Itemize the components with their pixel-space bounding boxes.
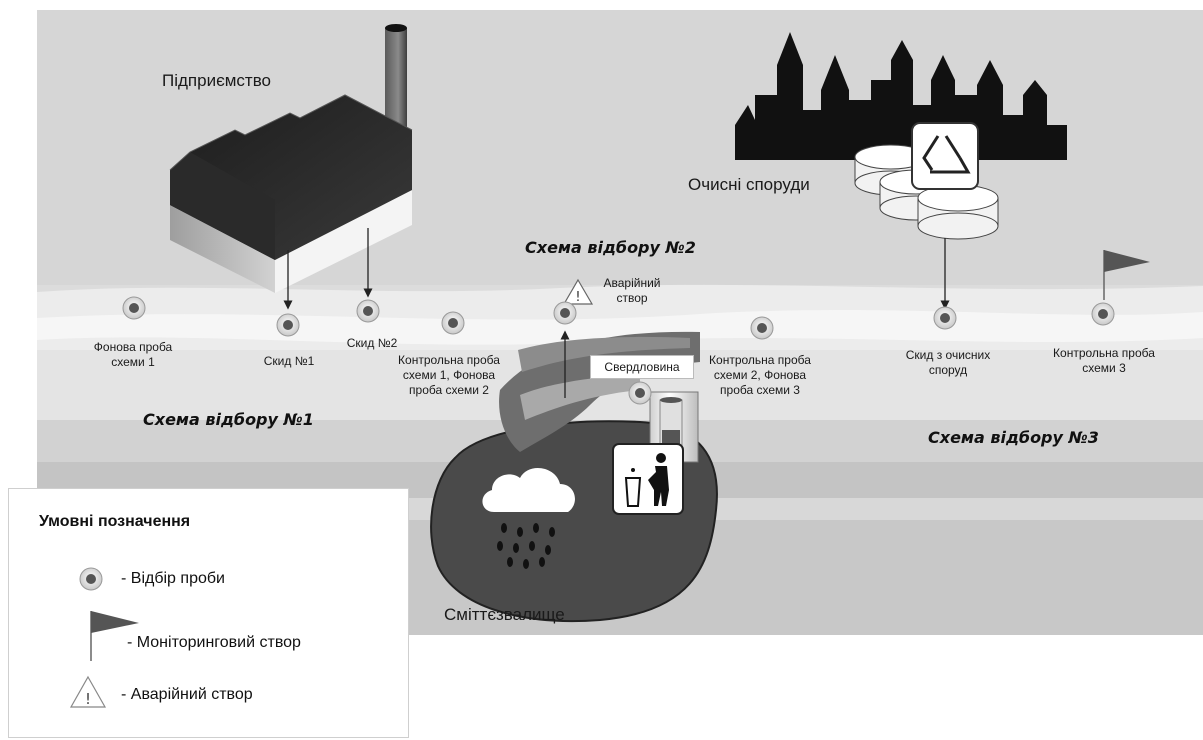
point-label-discharge-2: Скид №2 <box>346 336 398 350</box>
svg-text:!: ! <box>575 290 580 305</box>
rain-cloud-icon <box>482 467 575 569</box>
recycle-arrows <box>922 135 971 174</box>
legend-monitoring-label: - Моніторинговий створ <box>127 634 301 651</box>
sampling-point-icon <box>276 313 300 337</box>
point-label-control-2: Контрольна проба схеми 2, Фонова проба с… <box>709 353 811 397</box>
well-label: Свердловина <box>604 360 680 374</box>
emergency-point-label: Аварійний створ <box>603 276 661 305</box>
scheme-2-label: Схема відбору №2 <box>525 238 696 257</box>
legend: Умовні позначення ! - Відбір проби - Мон… <box>8 488 409 738</box>
treatment-plant-icon <box>854 122 999 240</box>
sampling-point-icon <box>122 296 146 320</box>
svg-text:!: ! <box>85 690 91 708</box>
recycle-icon <box>911 122 979 190</box>
sampling-points <box>122 296 1115 405</box>
legend-sampling-label: - Відбір проби <box>121 570 225 587</box>
point-label-background-1: Фонова проба схеми 1 <box>93 340 173 369</box>
point-label-discharge-1: Скид №1 <box>263 354 315 368</box>
sampling-point-icon <box>1091 302 1115 326</box>
point-label-control-3: Контрольна проба схеми 3 <box>1053 346 1155 375</box>
scheme-1-label: Схема відбору №1 <box>143 410 314 429</box>
point-label-control-1: Контрольна проба схеми 1, Фонова проба с… <box>398 353 500 397</box>
sampling-point-icon <box>553 301 577 325</box>
river-band-water <box>37 310 1203 345</box>
sampling-point-icon <box>628 381 652 405</box>
legend-flag-icon <box>90 611 139 661</box>
enterprise-label: Підприємство <box>162 71 272 90</box>
landfill-label: Сміттєзвалище <box>444 605 565 624</box>
scheme-3-label: Схема відбору №3 <box>928 428 1099 447</box>
legend-icons: ! <box>69 567 139 708</box>
sampling-point-icon <box>356 299 380 323</box>
point-label-treatment-discharge: Скид з очисних споруд <box>905 348 991 377</box>
legend-warning-triangle-icon: ! <box>69 675 107 708</box>
factory-icon <box>169 24 413 293</box>
well-label-box <box>590 355 694 379</box>
monitoring-flag-icon <box>1103 250 1150 300</box>
sampling-point-icon <box>750 316 774 340</box>
legend-sampling-point-icon <box>79 567 103 591</box>
emergency-warning-icon: ! <box>562 278 594 305</box>
flow-arrows <box>283 228 950 398</box>
sampling-point-icon <box>933 306 957 330</box>
legend-title: Умовні позначення <box>39 513 191 530</box>
treatment-label: Очисні споруди <box>688 175 810 194</box>
sampling-point-icon <box>441 311 465 335</box>
trash-bin-icon <box>612 443 684 515</box>
legend-emergency-label: - Аварійний створ <box>121 686 253 703</box>
